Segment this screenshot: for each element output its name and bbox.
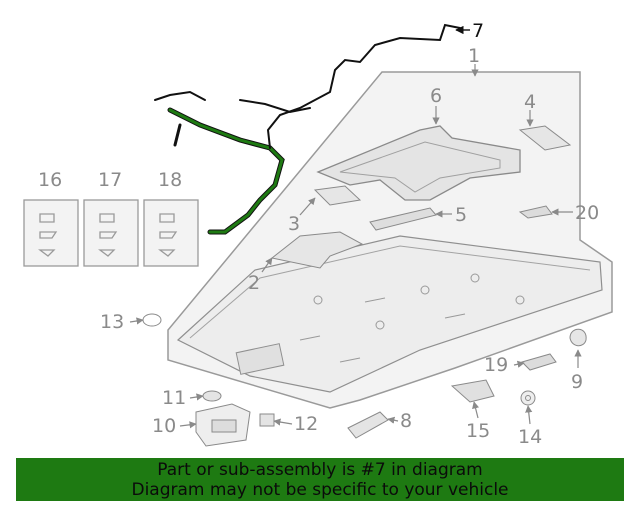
callout-8: 8 xyxy=(400,410,412,432)
part-12-clip xyxy=(259,413,275,427)
callout-15: 15 xyxy=(466,420,490,442)
banner-line-1: Part or sub-assembly is #7 in diagram xyxy=(157,460,483,480)
leader-lines xyxy=(129,64,582,429)
callout-4: 4 xyxy=(524,91,536,113)
part-2-panel xyxy=(270,231,364,269)
callout-7: 7 xyxy=(472,20,484,42)
callout-10: 10 xyxy=(152,415,176,437)
callout-6: 6 xyxy=(430,85,442,107)
callout-16: 16 xyxy=(38,169,62,191)
callout-17: 17 xyxy=(98,169,122,191)
callout-1: 1 xyxy=(468,45,480,67)
part-9-hook xyxy=(569,328,587,347)
callout-12: 12 xyxy=(294,413,318,435)
part-4-pad xyxy=(518,125,572,151)
part-15-lamp xyxy=(450,379,495,403)
callout-18: 18 xyxy=(158,169,182,191)
callout-5: 5 xyxy=(455,204,467,226)
parts-16-18-boxes xyxy=(23,199,199,267)
banner-line-2: Diagram may not be specific to your vehi… xyxy=(131,480,509,500)
callout-19: 19 xyxy=(484,354,508,376)
callout-2: 2 xyxy=(248,272,260,294)
part-19-light xyxy=(521,353,557,371)
callout-20: 20 xyxy=(575,202,599,224)
callout-3: 3 xyxy=(288,213,300,235)
part-8-handle xyxy=(347,411,389,439)
part-7-wiring-harness xyxy=(154,23,461,235)
info-banner: Part or sub-assembly is #7 in diagram Di… xyxy=(16,458,624,501)
callout-9: 9 xyxy=(571,371,583,393)
part-13-grommet xyxy=(142,313,162,327)
part-11-clip xyxy=(202,390,222,402)
parts-diagram: 1 2 3 4 5 6 7 8 9 10 11 12 13 14 15 16 1… xyxy=(23,20,613,448)
part-14-grommet xyxy=(520,390,536,406)
callout-11: 11 xyxy=(162,387,186,409)
part-6-bracket xyxy=(316,125,521,201)
part-3-pad xyxy=(313,185,362,206)
callout-13: 13 xyxy=(100,311,124,333)
callout-14: 14 xyxy=(518,426,542,448)
